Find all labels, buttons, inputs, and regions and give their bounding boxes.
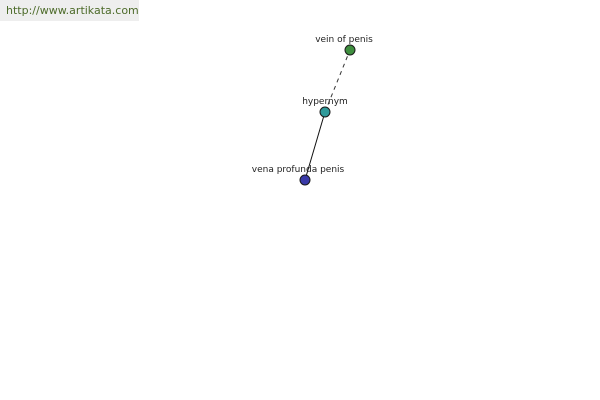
- node-hypernym[interactable]: hypernym: [302, 97, 348, 118]
- node-label-vein-of-penis[interactable]: vein of penis: [315, 35, 373, 45]
- node-vena-profunda-penis[interactable]: vena profunda penis: [252, 165, 345, 186]
- node-vein-of-penis[interactable]: vein of penis: [315, 35, 373, 56]
- node-marker-hypernym[interactable]: [319, 106, 331, 118]
- edge-vena-profunda-penis-to-hypernym: [304, 111, 326, 181]
- source-banner: http://www.artikata.com: [0, 0, 139, 21]
- node-marker-vein-of-penis[interactable]: [344, 44, 356, 56]
- nodes-layer: vein of penis hypernym vena profunda pen…: [252, 35, 373, 186]
- edges-layer: [304, 49, 351, 181]
- edge-hypernym-to-vein-of-penis: [324, 49, 351, 113]
- node-label-hypernym[interactable]: hypernym: [302, 97, 348, 107]
- source-url-link[interactable]: http://www.artikata.com: [6, 4, 139, 17]
- node-marker-vena-profunda-penis[interactable]: [299, 174, 311, 186]
- node-label-vena-profunda-penis[interactable]: vena profunda penis: [252, 165, 345, 175]
